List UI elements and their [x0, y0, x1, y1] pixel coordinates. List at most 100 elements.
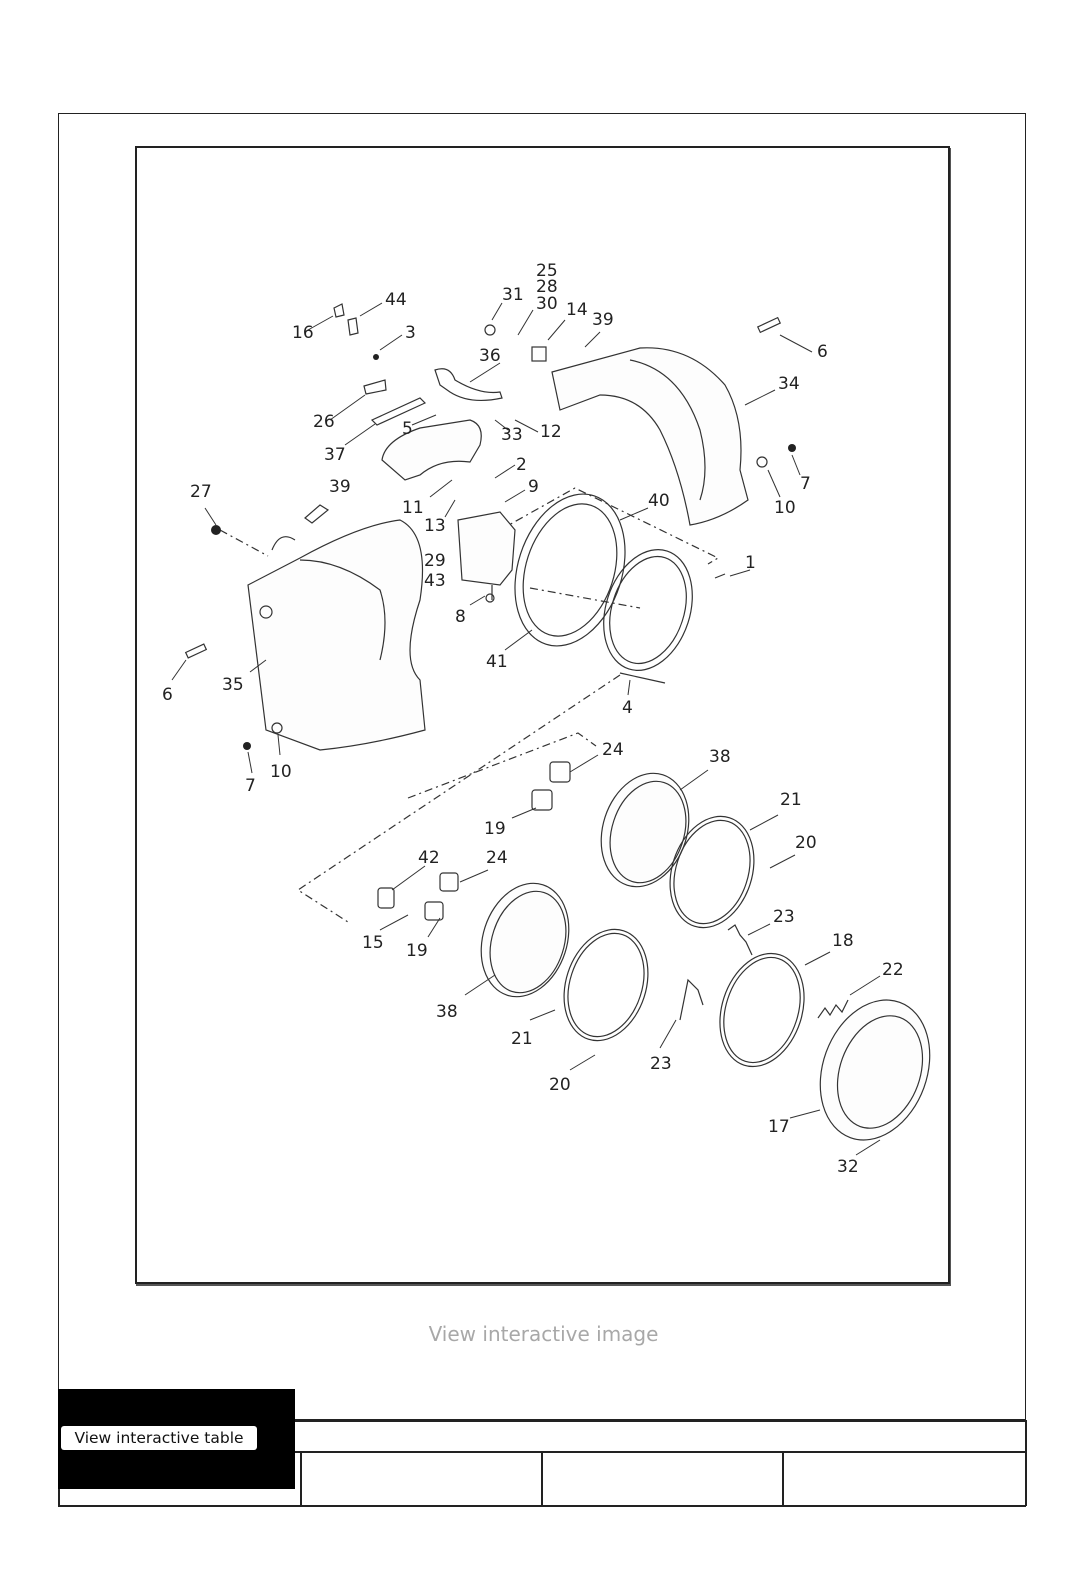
right-housing-detail — [629, 359, 706, 501]
bulb-24-lower — [439, 872, 459, 892]
callout: 1 — [745, 553, 756, 573]
callout: 27 — [190, 482, 212, 502]
table-col-divider — [782, 1451, 784, 1506]
callout: 19 — [406, 941, 428, 961]
callout: 5 — [402, 419, 413, 439]
washer-10-right — [756, 456, 768, 468]
table-col-divider — [541, 1451, 543, 1506]
left-housing-detail — [299, 559, 386, 661]
lower-headlamp-lens — [489, 890, 567, 994]
screw-3 — [373, 354, 379, 360]
callout: 44 — [385, 290, 407, 310]
callout: 10 — [270, 762, 292, 782]
callout: 16 — [292, 323, 314, 343]
callout: 26 — [313, 412, 335, 432]
bulb-24-upper — [549, 761, 571, 783]
callout: 42 — [418, 848, 440, 868]
clip-16 — [333, 303, 345, 318]
plate-14 — [531, 346, 547, 362]
callout: 22 — [882, 960, 904, 980]
table-right-border — [1025, 1420, 1027, 1506]
right-housing-part — [551, 347, 749, 526]
lower-retaining-ring-inner — [567, 932, 645, 1038]
seal-ring-inner — [723, 956, 801, 1064]
assembly-line — [407, 732, 597, 799]
callout: 19 — [484, 819, 506, 839]
callout: 24 — [486, 848, 508, 868]
callout: 3 — [405, 323, 416, 343]
assembly-line — [296, 674, 621, 923]
spring-23-upper — [727, 924, 753, 956]
left-housing-part — [247, 519, 426, 751]
pin-6-right — [756, 316, 782, 334]
callout: 40 — [648, 491, 670, 511]
callout: 11 — [402, 498, 424, 518]
callout: 21 — [780, 790, 802, 810]
callout: 41 — [486, 652, 508, 672]
pin-6-left — [184, 643, 208, 659]
washer-31 — [484, 324, 496, 336]
leader-lines — [171, 302, 881, 1156]
callout: 15 — [362, 933, 384, 953]
bar-part — [370, 397, 427, 426]
callout: 32 — [837, 1157, 859, 1177]
callout: 14 — [566, 300, 588, 320]
callout: 39 — [592, 310, 614, 330]
callout: 7 — [800, 474, 811, 494]
callout: 6 — [162, 685, 173, 705]
callout: 8 — [455, 607, 466, 627]
callout: 18 — [832, 931, 854, 951]
spring-23-lower — [679, 978, 704, 1021]
callout: 24 — [602, 740, 624, 760]
callout: 36 — [479, 346, 501, 366]
bezel-inner — [836, 1015, 924, 1129]
callout: 12 — [540, 422, 562, 442]
top-cover-part — [381, 419, 482, 481]
clip-39-left — [304, 504, 330, 524]
page-frame — [58, 113, 1026, 1420]
diagram-frame — [135, 146, 950, 1284]
view-interactive-image-link[interactable]: View interactive image — [428, 1322, 659, 1346]
callout: 28 — [536, 277, 558, 297]
callout: 17 — [768, 1117, 790, 1137]
housing-tab — [271, 536, 296, 551]
socket-42 — [377, 887, 395, 909]
assembly-line — [219, 529, 269, 557]
spring-22 — [817, 999, 849, 1019]
callout: 38 — [436, 1002, 458, 1022]
mounting-ring-41 — [603, 549, 693, 671]
callout: 4 — [622, 698, 633, 718]
mounting-ring-41-inner — [609, 555, 687, 665]
callout: 20 — [795, 833, 817, 853]
seal-ring — [719, 952, 805, 1068]
callout: 43 — [424, 571, 446, 591]
upper-headlamp-lens — [609, 780, 687, 884]
callout: 20 — [549, 1075, 571, 1095]
callout: 33 — [501, 425, 523, 445]
callout: 23 — [773, 907, 795, 927]
nut-27 — [211, 525, 221, 535]
callout: 35 — [222, 675, 244, 695]
housing-hole — [259, 605, 273, 619]
adjuster-unit-part — [457, 511, 516, 586]
callout: 37 — [324, 445, 346, 465]
nut-7-left — [243, 742, 251, 750]
callout: 21 — [511, 1029, 533, 1049]
assembly-line — [499, 487, 720, 565]
view-interactive-table-button[interactable]: View interactive table — [61, 1426, 257, 1450]
table-top-border — [295, 1420, 1026, 1422]
upper-retaining-ring-inner — [673, 819, 751, 925]
bolt-4 — [619, 672, 666, 684]
table-col-divider — [300, 1451, 302, 1506]
callout: 7 — [245, 776, 256, 796]
callout: 6 — [817, 342, 828, 362]
callout: 34 — [778, 374, 800, 394]
bracket-part — [434, 368, 503, 402]
bracket-26 — [363, 379, 387, 395]
upper-retaining-ring — [669, 815, 755, 929]
bolt-1 — [714, 573, 726, 579]
callout: 10 — [774, 498, 796, 518]
bulb-19-upper — [531, 789, 553, 811]
bezel-part — [819, 999, 931, 1141]
